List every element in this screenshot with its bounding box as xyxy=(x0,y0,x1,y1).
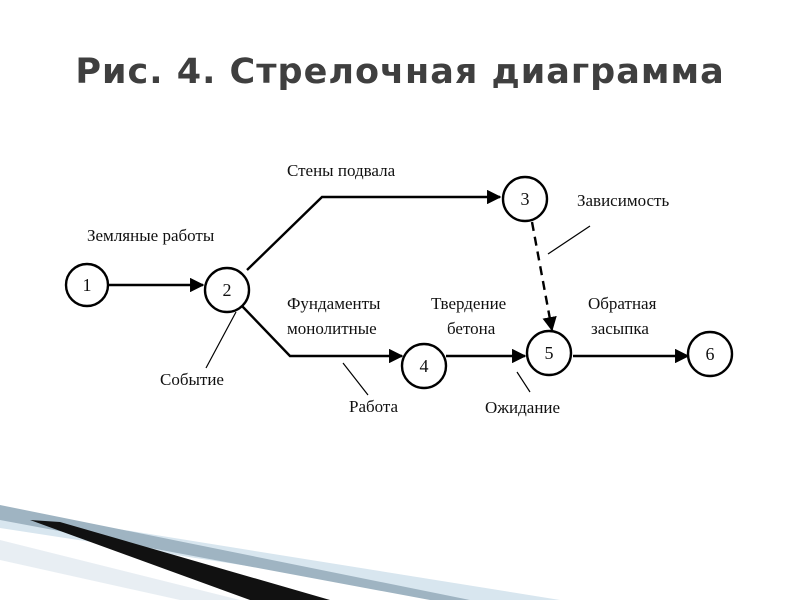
label-curing-line1: Твердение xyxy=(431,294,506,313)
node-2: 2 xyxy=(203,266,251,314)
label-foundations-line2: монолитные xyxy=(287,319,377,338)
slide-title: Рис. 4. Стрелочная диаграмма xyxy=(75,52,725,92)
edge-2-3 xyxy=(246,189,502,271)
label-foundations-line1: Фундаменты xyxy=(287,294,381,313)
label-work: Работа xyxy=(349,397,399,416)
node-6-number: 6 xyxy=(706,344,715,364)
label-waiting: Ожидание xyxy=(485,398,560,417)
pointer-event xyxy=(205,311,237,369)
node-5-number: 5 xyxy=(545,343,554,363)
node-1: 1 xyxy=(64,262,110,308)
edge-2-4 xyxy=(241,305,404,364)
node-2-number: 2 xyxy=(223,280,232,300)
pointer-work xyxy=(342,362,369,396)
node-3-number: 3 xyxy=(521,189,530,209)
label-basement-walls: Стены подвала xyxy=(287,161,396,180)
pointer-dependency xyxy=(547,225,591,255)
label-event: Событие xyxy=(160,370,224,389)
label-earthworks: Земляные работы xyxy=(87,226,215,245)
node-4: 4 xyxy=(400,342,448,390)
label-dependency: Зависимость xyxy=(577,191,669,210)
node-6: 6 xyxy=(686,330,734,378)
node-4-number: 4 xyxy=(420,356,429,376)
node-3: 3 xyxy=(501,175,549,223)
node-1-number: 1 xyxy=(83,275,92,295)
decorative-ribbon xyxy=(0,505,560,600)
label-curing-line2: бетона xyxy=(447,319,496,338)
pointer-waiting xyxy=(516,371,531,393)
dependency-edge-3-5 xyxy=(530,221,557,332)
label-backfill-line2: засыпка xyxy=(591,319,649,338)
label-backfill-line1: Обратная xyxy=(588,294,657,313)
node-5: 5 xyxy=(525,329,573,377)
